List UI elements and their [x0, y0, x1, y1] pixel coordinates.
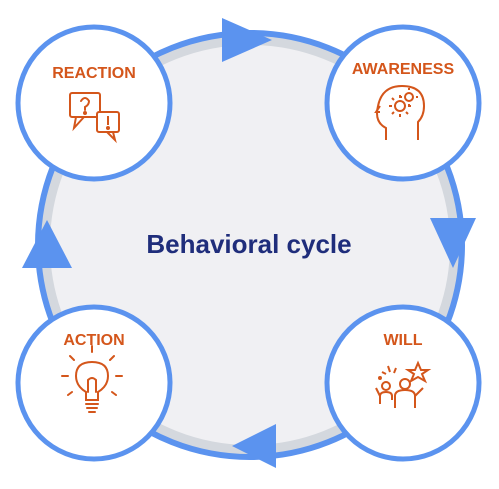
speech-bubbles-question-exclamation-icon: [69, 92, 120, 144]
stage-circle: [324, 304, 482, 462]
stage-label: WILL: [383, 332, 422, 349]
head-gears-icon: [374, 84, 426, 140]
stage-action: ACTION: [15, 304, 173, 462]
arrow-bottom-left: [232, 424, 276, 468]
stage-awareness: AWARENESS: [324, 24, 482, 182]
celebrating-person-stars-icon: [375, 360, 432, 408]
stage-circle: [15, 24, 173, 182]
stage-label: AWARENESS: [352, 61, 455, 78]
stage-label: REACTION: [52, 65, 136, 82]
arrow-top-right: [222, 18, 272, 62]
arrow-right-down: [430, 218, 476, 268]
stage-label: ACTION: [63, 332, 124, 349]
stage-circle: [15, 304, 173, 462]
lightbulb-icon: [61, 345, 123, 413]
stage-reaction: REACTION: [15, 24, 173, 182]
stage-will: WILL: [324, 304, 482, 462]
arrow-left-up: [22, 220, 72, 268]
diagram-title: Behavioral cycle: [146, 229, 351, 259]
